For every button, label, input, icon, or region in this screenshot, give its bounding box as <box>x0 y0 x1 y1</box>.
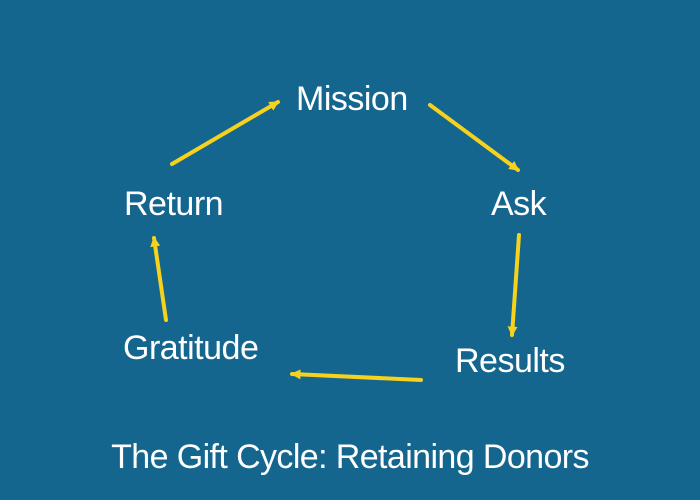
arrow-ask-to-results <box>507 233 521 337</box>
node-results: Results <box>455 342 565 380</box>
arrow-return-to-mission <box>170 100 280 166</box>
node-mission: Mission <box>296 80 408 118</box>
arrow-gratitude-to-return <box>150 236 168 322</box>
node-gratitude: Gratitude <box>123 329 259 367</box>
arrow-results-to-gratitude <box>290 369 423 382</box>
diagram-title: The Gift Cycle: Retaining Donors <box>111 438 589 476</box>
arrow-mission-to-ask <box>428 103 520 172</box>
node-return: Return <box>124 185 224 223</box>
node-ask: Ask <box>491 185 547 223</box>
